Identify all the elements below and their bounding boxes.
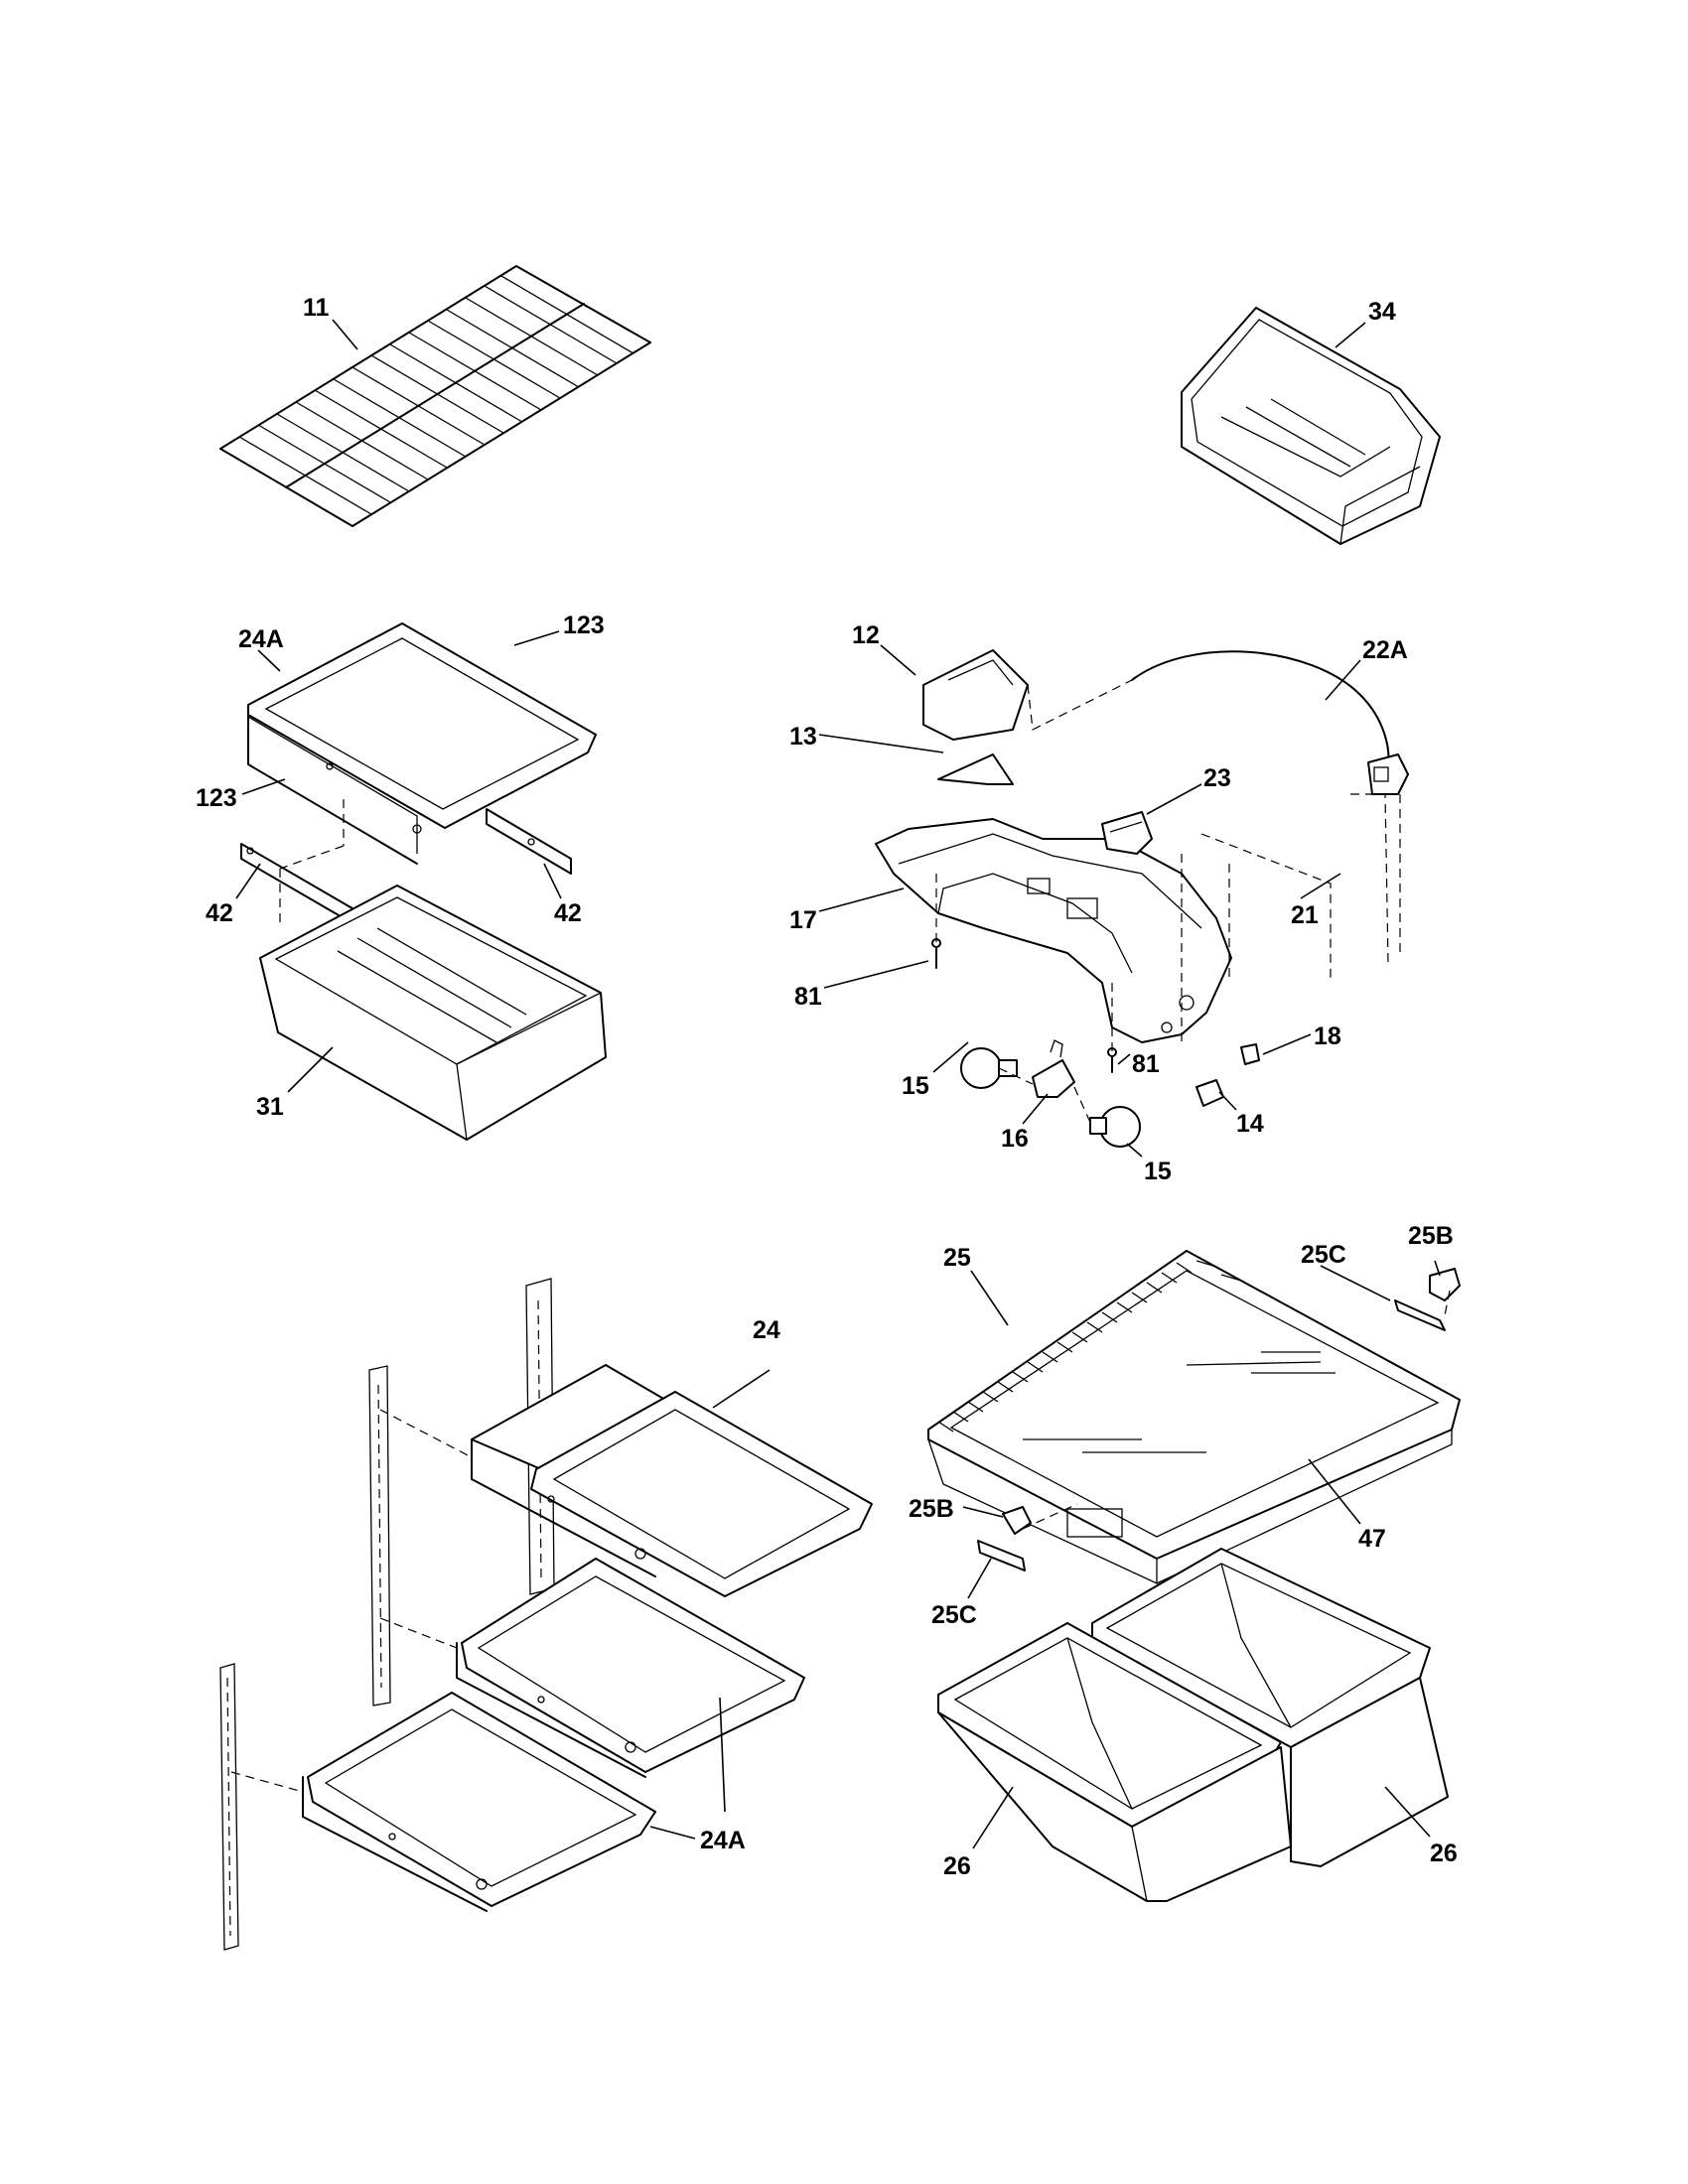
label-24A-bottom[interactable]: 24A [700,1827,746,1854]
screw-part-81-right[interactable] [1107,1047,1117,1073]
label-34[interactable]: 34 [1368,298,1396,326]
wire-shelf-part-11[interactable] [219,265,651,527]
storage-bin-part-34[interactable] [1181,307,1441,545]
light-bulb-part-15-left[interactable] [960,1047,1018,1089]
glass-shelf-part-24A-top[interactable] [247,622,597,865]
glass-shelf-part-24A-bottom[interactable] [302,1692,656,1912]
label-123-a[interactable]: 123 [563,612,605,639]
label-14[interactable]: 14 [1236,1110,1264,1138]
shelf-rail-part-42-right[interactable] [486,808,572,875]
label-81-right[interactable]: 81 [1132,1050,1160,1078]
label-123-b[interactable]: 123 [196,784,237,812]
label-26-left[interactable]: 26 [943,1852,971,1880]
light-housing-part-17[interactable] [875,818,1232,1043]
label-24[interactable]: 24 [753,1316,780,1344]
leader-lines [235,319,1441,1849]
label-15-left[interactable]: 15 [902,1072,929,1100]
glass-shelf-part-24[interactable] [471,1364,873,1597]
label-12[interactable]: 12 [852,621,880,649]
label-31[interactable]: 31 [256,1093,284,1121]
damper-control-part-23[interactable] [1101,811,1153,855]
support-part-25B-top[interactable] [1429,1268,1461,1301]
label-17[interactable]: 17 [789,906,817,934]
label-81-left[interactable]: 81 [794,983,822,1011]
label-15-bottom[interactable]: 15 [1144,1158,1172,1185]
light-bulb-part-15-bottom[interactable] [1089,1106,1141,1148]
label-21[interactable]: 21 [1291,901,1319,929]
label-23[interactable]: 23 [1203,764,1231,792]
label-18[interactable]: 18 [1314,1023,1341,1050]
thermostat-part-21[interactable] [1367,753,1409,795]
glass-shelf-part-24A-middle[interactable] [456,1558,805,1778]
crisper-drawer-part-26-left[interactable] [937,1622,1292,1902]
label-26-right[interactable]: 26 [1430,1840,1458,1867]
label-24A-top[interactable]: 24A [238,625,284,653]
shelf-ladder-left [219,1663,239,1951]
part-labels: 11 34 24A 123 123 42 42 31 12 13 22A 23 … [196,294,1458,1880]
bracket-part-25C-left[interactable] [977,1540,1026,1571]
label-16[interactable]: 16 [1001,1125,1029,1153]
label-22A[interactable]: 22A [1362,636,1408,664]
drawer-part-31[interactable] [259,885,607,1141]
label-11[interactable]: 11 [303,294,330,322]
lamp-socket-part-16[interactable] [1032,1039,1075,1098]
damper-cover-part-12[interactable] [922,649,1029,741]
sensor-cable-part-22A[interactable] [1131,650,1390,765]
label-42-left[interactable]: 42 [206,899,233,927]
shelf-ladder-middle [368,1365,391,1706]
crisper-drawer-part-26-right[interactable] [1091,1548,1449,1867]
support-part-25B-left[interactable] [1002,1506,1032,1535]
label-25[interactable]: 25 [943,1244,971,1272]
button-part-18[interactable] [1240,1043,1260,1065]
bracket-part-25C-top[interactable] [1394,1299,1446,1331]
crisper-glass-part-47[interactable] [1023,1351,1336,1453]
baffle-part-13[interactable] [937,753,1014,785]
label-25C-left[interactable]: 25C [931,1601,977,1629]
label-25C-top[interactable]: 25C [1301,1241,1346,1269]
label-13[interactable]: 13 [789,723,817,751]
screw-part-81-left[interactable] [931,938,941,969]
label-25B-top[interactable]: 25B [1408,1222,1454,1250]
label-47[interactable]: 47 [1358,1525,1386,1553]
label-42-right[interactable]: 42 [554,899,582,927]
label-25B-left[interactable]: 25B [909,1495,954,1523]
